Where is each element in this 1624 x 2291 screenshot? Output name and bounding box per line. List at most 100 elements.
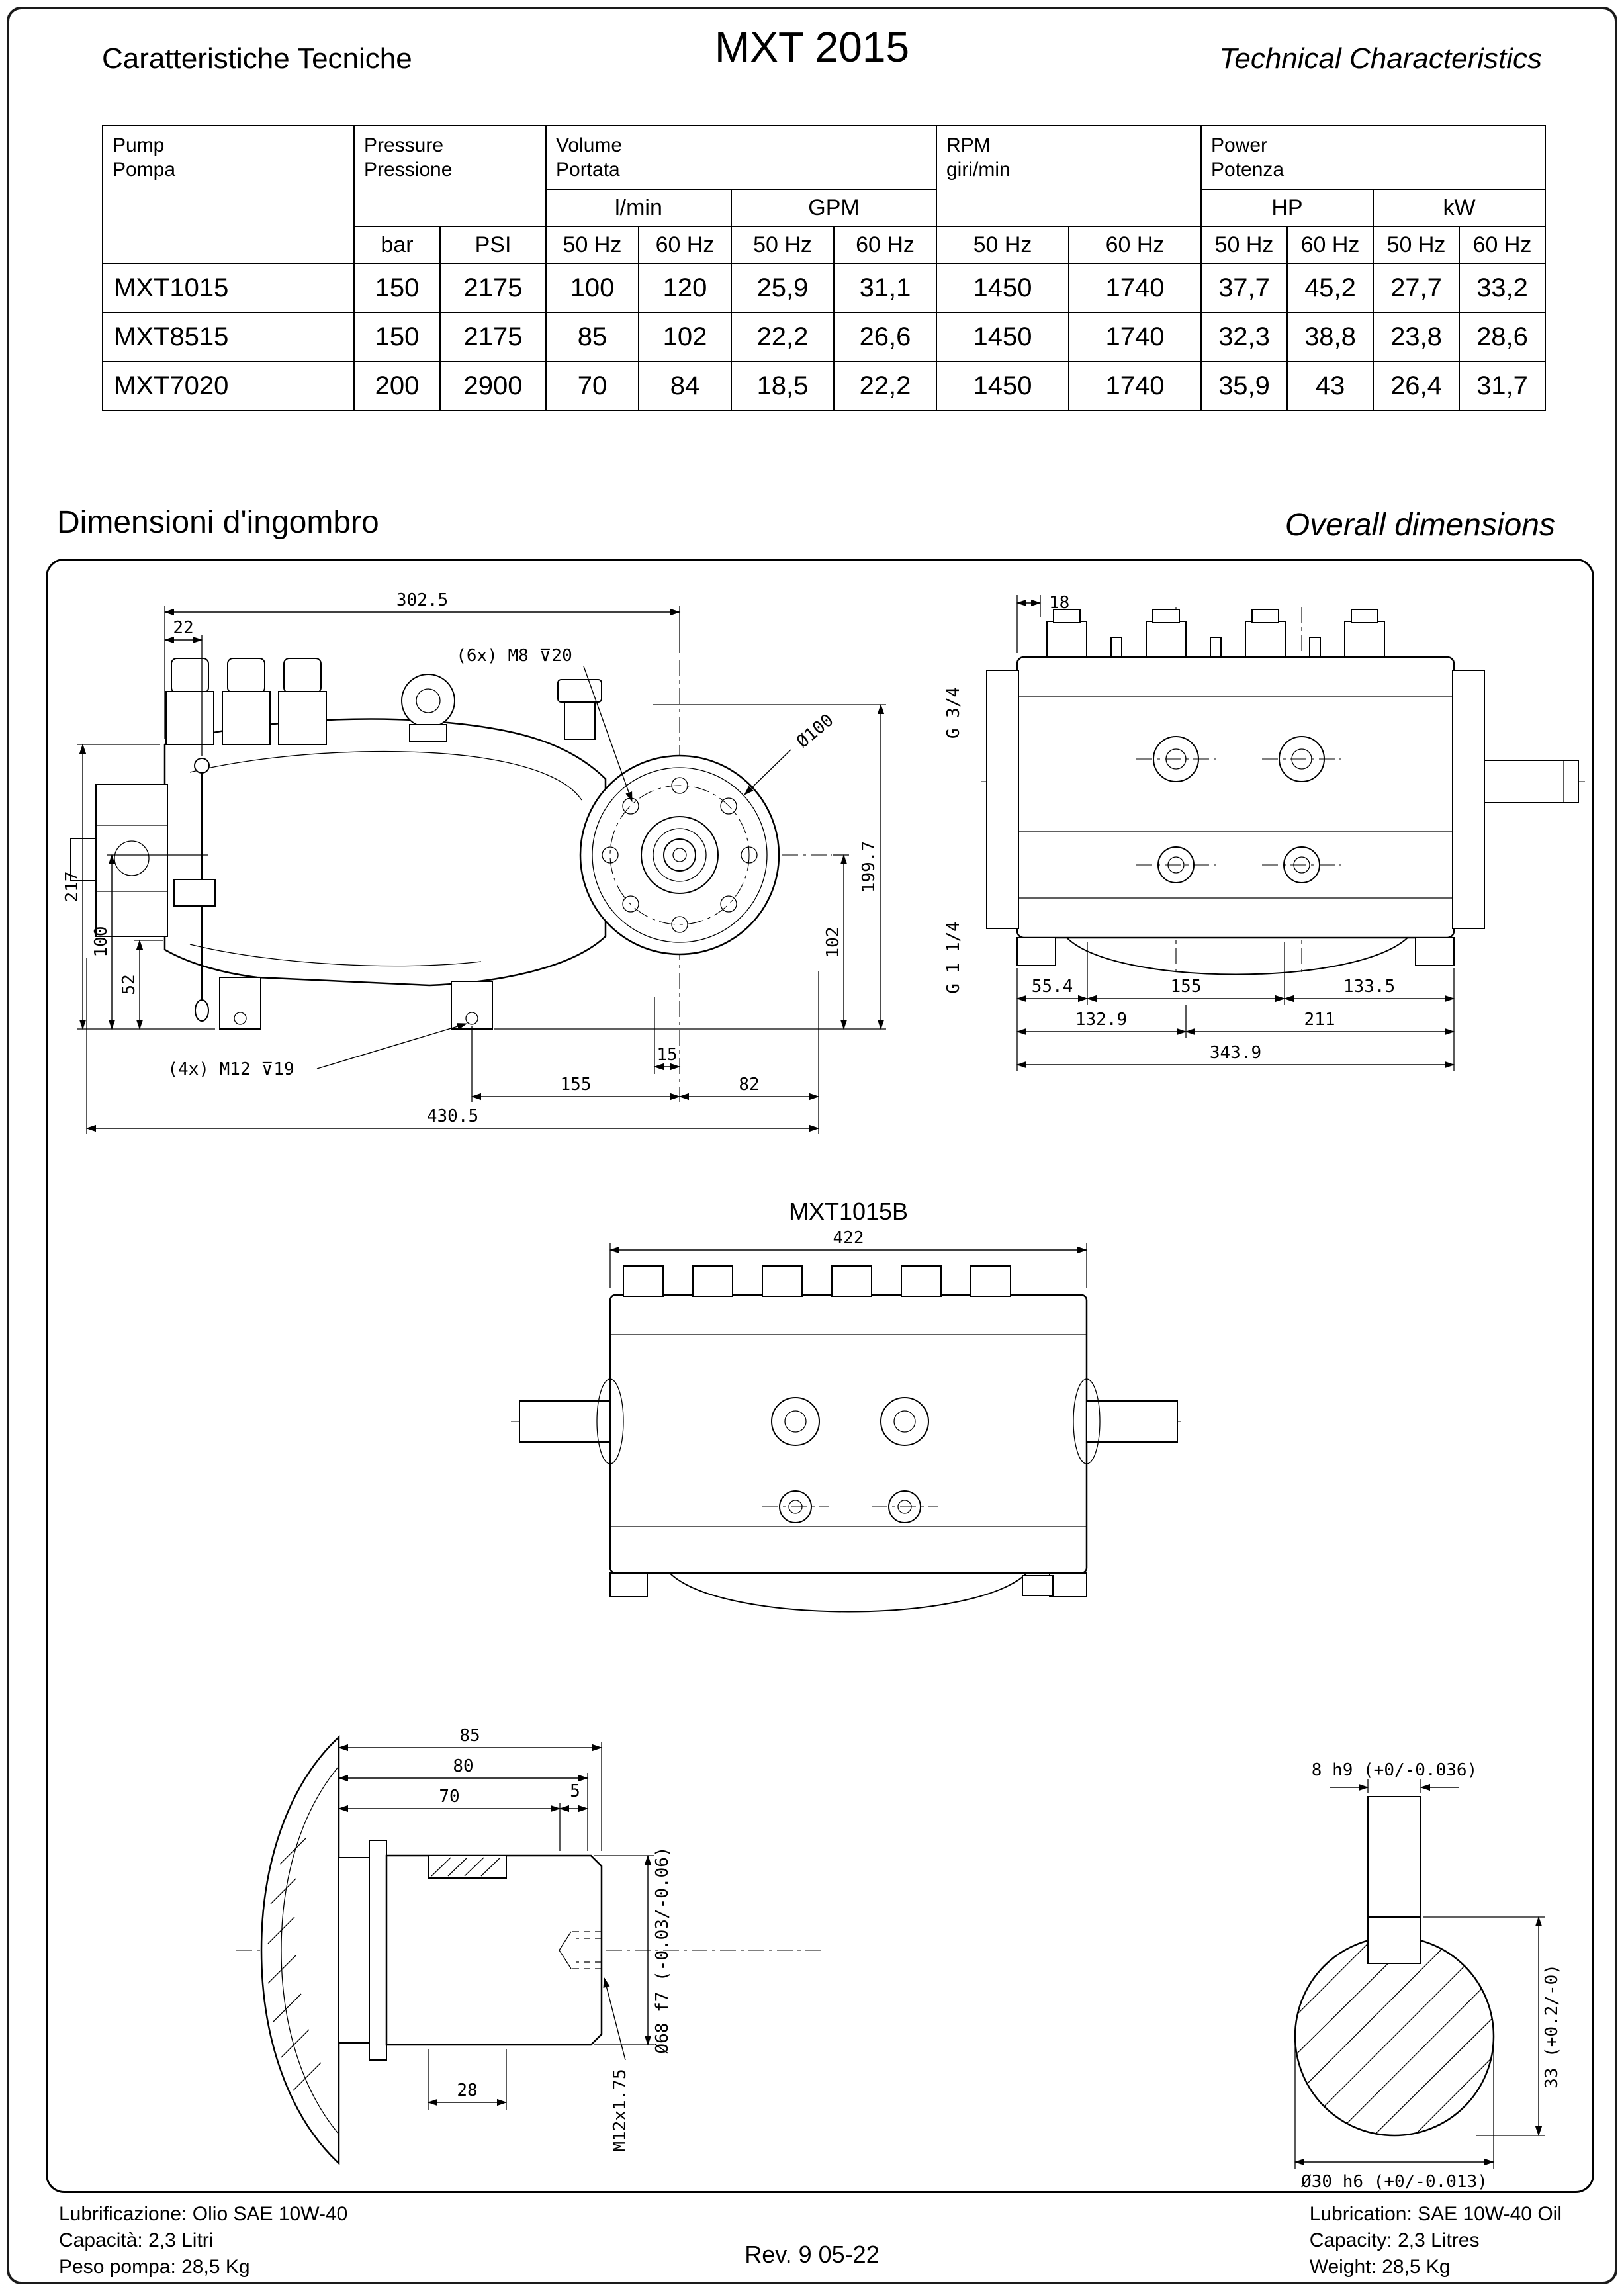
spec-cell: 32,3 xyxy=(1200,312,1288,362)
weight-en: Weight: 28,5 Kg xyxy=(1309,2256,1451,2278)
dim-d100: Ø100 xyxy=(793,710,837,752)
spec-cell: 25,9 xyxy=(731,263,835,313)
spec-cell: 1450 xyxy=(936,312,1069,362)
dim-82: 82 xyxy=(739,1075,759,1095)
subheader-lmin: l/min xyxy=(545,189,732,227)
dim-133-5: 133.5 xyxy=(1343,977,1395,997)
dim-211: 211 xyxy=(1304,1010,1335,1030)
dim-22: 22 xyxy=(173,618,193,638)
dim-155: 155 xyxy=(1171,977,1202,997)
unit-50hz: 50 Hz xyxy=(545,226,639,264)
dim-217: 217 xyxy=(62,872,82,903)
lubrication-en: Lubrication: SAE 10W-40 Oil xyxy=(1309,2203,1562,2225)
spec-cell: 2175 xyxy=(439,312,547,362)
dim-155: 155 xyxy=(561,1075,592,1095)
dim-199-7: 199.7 xyxy=(859,841,879,893)
spec-cell: 85 xyxy=(545,312,639,362)
spec-cell: 38,8 xyxy=(1286,312,1374,362)
spec-cell: 1740 xyxy=(1068,263,1202,313)
spec-cell: 70 xyxy=(545,361,639,411)
model-title: MXT 2015 xyxy=(714,23,910,71)
dim-100: 100 xyxy=(91,926,111,958)
spec-cell: 33,2 xyxy=(1459,263,1546,313)
header-pump-en: Pump xyxy=(113,134,165,156)
capacity-it: Capacità: 2,3 Litri xyxy=(59,2229,214,2251)
subheader-gpm: GPM xyxy=(731,189,937,227)
col-header-pressure: Pressure Pressione xyxy=(353,125,547,227)
dim-80: 80 xyxy=(453,1756,473,1776)
spec-cell: 31,7 xyxy=(1459,361,1546,411)
spec-cell: 200 xyxy=(353,361,441,411)
capacity-en: Capacity: 2,3 Litres xyxy=(1309,2229,1480,2251)
label-g34: G 3/4 xyxy=(944,687,964,739)
spec-cell: 26,6 xyxy=(833,312,937,362)
spec-cell: 35,9 xyxy=(1200,361,1288,411)
dim-key: 8 h9 (+0/-0.036) xyxy=(1312,1760,1477,1780)
header-volume-it: Portata xyxy=(556,159,620,181)
spec-cell: 2175 xyxy=(439,263,547,313)
dim-d68: Ø68 f7 (-0.03/-0.06) xyxy=(653,1846,672,2053)
unit-60hz: 60 Hz xyxy=(1068,226,1202,264)
pump-name: MXT1015 xyxy=(102,263,355,313)
header-volume-en: Volume xyxy=(556,134,623,156)
title-english: Technical Characteristics xyxy=(1219,42,1542,75)
unit-50hz: 50 Hz xyxy=(731,226,835,264)
dim-70: 70 xyxy=(439,1787,459,1807)
spec-cell: 45,2 xyxy=(1286,263,1374,313)
label-g114: G 1 1/4 xyxy=(944,921,964,994)
title-italian: Caratteristiche Tecniche xyxy=(102,42,412,75)
dim-132-9: 132.9 xyxy=(1075,1010,1127,1030)
footer-italian: Lubrificazione: Olio SAE 10W-40 Capacità… xyxy=(59,2201,347,2280)
spec-table: Pump Pompa Pressure Pressione Volume Por… xyxy=(102,125,1546,411)
unit-bar: bar xyxy=(353,226,441,264)
unit-50hz: 50 Hz xyxy=(1200,226,1288,264)
spec-cell: 26,4 xyxy=(1373,361,1460,411)
dim-52: 52 xyxy=(119,974,139,995)
spec-cell: 43 xyxy=(1286,361,1374,411)
pump-name: MXT8515 xyxy=(102,312,355,362)
spec-cell: 22,2 xyxy=(731,312,835,362)
drawings-panel: 302.5 22 (6x) M8 ⊽20 Ø100 217 100 52 199… xyxy=(46,559,1594,2193)
subheader-kw: kW xyxy=(1373,189,1546,227)
subheader-hp: HP xyxy=(1200,189,1374,227)
unit-60hz: 60 Hz xyxy=(833,226,937,264)
callout-m12: (4x) M12 ⊽19 xyxy=(167,1059,294,1079)
unit-50hz: 50 Hz xyxy=(936,226,1069,264)
header-rpm-en: RPM xyxy=(946,134,991,156)
spec-cell: 1740 xyxy=(1068,361,1202,411)
drawing-front-view: 18 G 3/4 G 1 1/4 55.4 155 133.5 132.9 21… xyxy=(944,593,1585,1071)
pump-name: MXT7020 xyxy=(102,361,355,411)
dim-33: 33 (+0.2/-0) xyxy=(1542,1964,1562,2089)
table-row: MXT8515 150 2175 85 102 22,2 26,6 1450 1… xyxy=(102,312,1546,362)
dim-422: 422 xyxy=(833,1228,864,1248)
revision-label: Rev. 9 05-22 xyxy=(744,2241,880,2268)
drawing-shaft-detail: 85 80 70 5 Ø68 f7 (-0.03/-0.06) 28 M12x1… xyxy=(236,1726,825,2165)
spec-cell: 31,1 xyxy=(833,263,937,313)
header-power-en: Power xyxy=(1211,134,1268,156)
spec-cell: 28,6 xyxy=(1459,312,1546,362)
unit-50hz: 50 Hz xyxy=(1373,226,1460,264)
dimensions-title-english: Overall dimensions xyxy=(1285,508,1555,543)
drawing-top-view: MXT1015B 422 xyxy=(511,1198,1186,1613)
spec-cell: 102 xyxy=(638,312,732,362)
dim-15: 15 xyxy=(656,1045,677,1065)
col-header-pump: Pump Pompa xyxy=(102,125,355,264)
spec-cell: 84 xyxy=(638,361,732,411)
lubrication-it: Lubrificazione: Olio SAE 10W-40 xyxy=(59,2203,348,2225)
unit-60hz: 60 Hz xyxy=(638,226,732,264)
spec-cell: 18,5 xyxy=(731,361,835,411)
col-header-power: Power Potenza xyxy=(1200,125,1546,190)
dim-85: 85 xyxy=(459,1726,480,1746)
spec-cell: 37,7 xyxy=(1200,263,1288,313)
drawing-shaft-section: 8 h9 (+0/-0.036) 33 (+0.2/-0) Ø30 h6 (+0… xyxy=(1294,1760,1562,2192)
dim-55-4: 55.4 xyxy=(1032,977,1073,997)
dim-430-5: 430.5 xyxy=(427,1106,478,1126)
dim-302-5: 302.5 xyxy=(396,590,448,610)
callout-m8: (6x) M8 ⊽20 xyxy=(456,646,572,666)
spec-cell: 150 xyxy=(353,312,441,362)
spec-cell: 150 xyxy=(353,263,441,313)
header-pressure-en: Pressure xyxy=(364,134,444,156)
drawing-side-view: 302.5 22 (6x) M8 ⊽20 Ø100 217 100 52 199… xyxy=(62,590,886,1134)
dim-28: 28 xyxy=(457,2081,477,2100)
spec-cell: 1450 xyxy=(936,361,1069,411)
